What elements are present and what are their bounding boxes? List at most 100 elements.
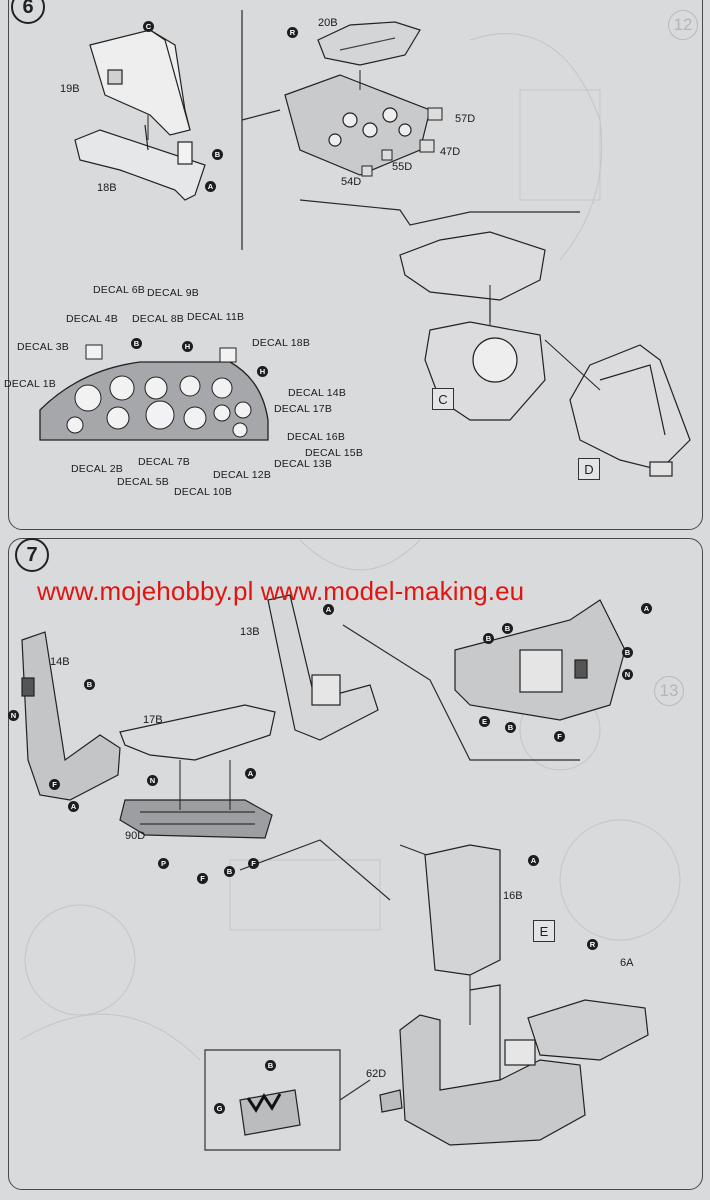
part-18b-drawing bbox=[74, 124, 206, 201]
callout-tag: A bbox=[641, 603, 652, 614]
instrument-panel-drawing bbox=[284, 74, 431, 176]
seat-assembly-right-drawing bbox=[454, 599, 626, 721]
callout-tag: F bbox=[49, 779, 60, 790]
step7-panel bbox=[8, 538, 703, 1190]
part-label: 18B bbox=[97, 182, 117, 194]
decal-label: DECAL 8B bbox=[132, 313, 184, 325]
assembly-arrow bbox=[544, 339, 601, 391]
decal-label: DECAL 10B bbox=[174, 486, 233, 498]
decal-label: DECAL 5B bbox=[117, 476, 169, 488]
ghost-step-number: 13 bbox=[654, 676, 684, 706]
decal-label: DECAL 3B bbox=[17, 341, 69, 353]
decal-label: DECAL 18B bbox=[252, 337, 311, 349]
decal-label: DECAL 14B bbox=[288, 387, 347, 399]
divider-line bbox=[342, 624, 580, 761]
ghost-shape bbox=[559, 819, 681, 941]
decal-label: DECAL 9B bbox=[147, 287, 199, 299]
divider-line bbox=[299, 199, 580, 226]
callout-tag: G bbox=[214, 1103, 225, 1114]
part-label: 62D bbox=[366, 1068, 387, 1080]
part-19b-drawing bbox=[89, 29, 191, 136]
callout-tag: R bbox=[287, 27, 298, 38]
subassembly-c-drawing bbox=[399, 231, 546, 421]
decal-label: DECAL 16B bbox=[287, 431, 346, 443]
decal-panel-drawing bbox=[39, 344, 269, 441]
callout-tag: A bbox=[323, 604, 334, 615]
decal-label: DECAL 12B bbox=[213, 469, 272, 481]
part-label: 19B bbox=[60, 83, 80, 95]
callout-tag: F bbox=[248, 858, 259, 869]
part-57d-drawing bbox=[427, 107, 443, 121]
part-17b-drawing bbox=[119, 704, 276, 761]
decal-label: DECAL 4B bbox=[66, 313, 118, 325]
step6-panel bbox=[8, 0, 703, 530]
part-90d-drawing bbox=[119, 799, 273, 839]
divider-line bbox=[241, 109, 281, 121]
callout-tag: B bbox=[224, 866, 235, 877]
callout-tag: N bbox=[8, 710, 19, 721]
part-label: 54D bbox=[341, 176, 362, 188]
callout-tag: B bbox=[483, 633, 494, 644]
subassembly-e-drawing bbox=[399, 984, 586, 1146]
divider-line bbox=[239, 839, 391, 901]
decal-label: DECAL 15B bbox=[305, 447, 364, 459]
decal-label: DECAL 17B bbox=[274, 403, 333, 415]
callout-tag: P bbox=[158, 858, 169, 869]
part-47d-drawing bbox=[419, 139, 435, 153]
callout-tag: B bbox=[622, 647, 633, 658]
ghost-shape bbox=[519, 89, 601, 201]
callout-tag: H bbox=[182, 341, 193, 352]
assembly-box-d: D bbox=[578, 458, 600, 480]
callout-tag: E bbox=[479, 716, 490, 727]
callout-tag: F bbox=[197, 873, 208, 884]
part-label: 57D bbox=[455, 113, 476, 125]
callout-tag: B bbox=[131, 338, 142, 349]
part-label: 20B bbox=[318, 17, 338, 29]
callout-tag: B bbox=[505, 722, 516, 733]
subassembly-d-drawing bbox=[569, 344, 691, 477]
callout-tag: B bbox=[84, 679, 95, 690]
assembly-box-c: C bbox=[432, 388, 454, 410]
part-62d-drawing bbox=[239, 1089, 403, 1136]
part-label: 17B bbox=[143, 714, 163, 726]
callout-tag: A bbox=[68, 801, 79, 812]
part-55d-drawing bbox=[381, 149, 393, 161]
ghost-step-number: 12 bbox=[668, 10, 698, 40]
part-label: 6A bbox=[620, 957, 634, 969]
part-6a-drawing bbox=[527, 999, 649, 1061]
decal-label: DECAL 11B bbox=[187, 311, 245, 323]
callout-tag: C bbox=[143, 21, 154, 32]
step-7-number: 7 bbox=[15, 538, 49, 572]
decal-label: DECAL 2B bbox=[71, 463, 123, 475]
callout-tag: A bbox=[245, 768, 256, 779]
assembly-box-e: E bbox=[533, 920, 555, 942]
part-13b-drawing bbox=[267, 594, 379, 741]
callout-tag: B bbox=[265, 1060, 276, 1071]
part-label: 55D bbox=[392, 161, 413, 173]
part-54d-drawing bbox=[361, 165, 373, 177]
part-14b-drawing bbox=[21, 631, 121, 801]
callout-tag: B bbox=[212, 149, 223, 160]
callout-tag: N bbox=[622, 669, 633, 680]
ghost-shape bbox=[24, 904, 136, 1016]
part-label: 16B bbox=[503, 890, 523, 902]
callout-tag: B bbox=[502, 623, 513, 634]
part-label: 47D bbox=[440, 146, 461, 158]
ghost-shape bbox=[299, 539, 421, 571]
step-6-number: 6 bbox=[11, 0, 45, 24]
decal-label: DECAL 6B bbox=[93, 284, 145, 296]
callout-tag: A bbox=[528, 855, 539, 866]
callout-tag: R bbox=[587, 939, 598, 950]
decal-label: DECAL 1B bbox=[4, 378, 56, 390]
part-label: 90D bbox=[125, 830, 146, 842]
decal-label: DECAL 7B bbox=[138, 456, 190, 468]
ghost-shape bbox=[229, 859, 381, 931]
decal-label: DECAL 13B bbox=[274, 458, 333, 470]
part-16b-drawing bbox=[424, 844, 501, 976]
callout-tag: F bbox=[554, 731, 565, 742]
detail-box bbox=[204, 1049, 371, 1151]
part-label: 14B bbox=[50, 656, 70, 668]
ghost-shape bbox=[19, 1013, 201, 1061]
